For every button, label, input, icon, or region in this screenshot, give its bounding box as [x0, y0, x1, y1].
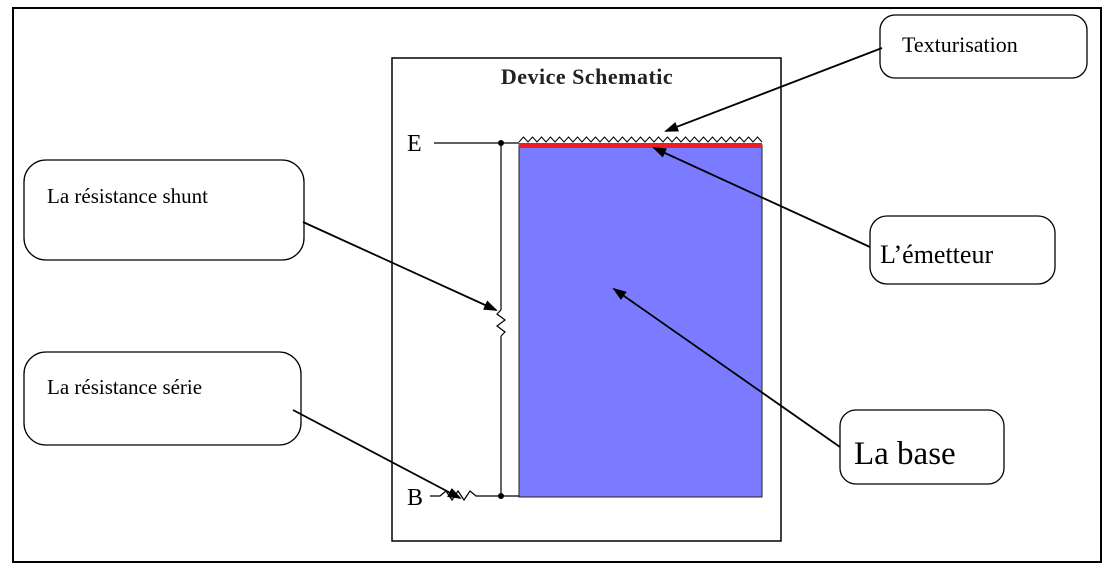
terminal-b-label: B [407, 485, 423, 511]
callout-box-texturisation [879, 14, 1088, 79]
callout-shunt-resistance: La résistance shunt [47, 184, 208, 208]
callout-box-shunt [23, 159, 305, 261]
emitter-layer [519, 143, 762, 148]
callout-emitter: L’émetteur [880, 240, 993, 269]
arrow-series [292, 409, 462, 499]
arrow-base [612, 287, 841, 448]
texturisation-surface [518, 136, 763, 143]
arrow-texturisation [664, 47, 883, 132]
callout-box-emitter [869, 215, 1056, 285]
terminal-e-label: E [407, 131, 422, 157]
callout-base: La base [854, 436, 956, 472]
schematic-title: Device Schematic [501, 64, 673, 89]
shunt-resistor-symbol [496, 309, 506, 337]
base-region [518, 144, 763, 498]
arrow-emitter [652, 147, 871, 248]
arrow-shunt [302, 221, 498, 311]
callout-box-series [23, 351, 302, 446]
callout-texturisation: Texturisation [902, 32, 1018, 57]
callout-series-resistance: La résistance série [47, 375, 202, 399]
